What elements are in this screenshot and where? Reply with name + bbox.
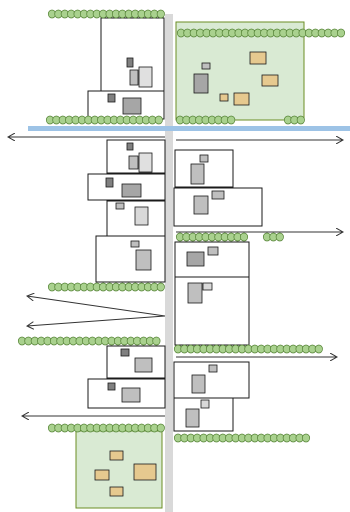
one-way-arrow-icon [27,315,166,326]
facility-icon [233,92,250,106]
facility-icon [121,387,141,403]
facility-icon [120,348,130,357]
facility-icon [199,154,209,163]
facility-icon [107,382,116,391]
tree-row-icon [156,282,165,292]
facility-icon [133,463,157,481]
central-corridor [165,14,173,512]
facilities [94,51,279,497]
facility-icon [193,73,209,94]
facility-icon [94,469,110,481]
facility-icon [261,74,279,87]
tree-row-icon [314,344,323,354]
facility-icon [109,486,124,497]
traffic-arrows [8,137,343,416]
facility-icon [187,282,203,304]
facility-icon [193,195,209,215]
facility-icon [126,142,134,151]
facility-icon [202,282,213,291]
facility-icon [128,155,139,170]
facility-icon [134,206,149,226]
building-block-icon [100,17,165,92]
water-channel [28,126,350,131]
facility-icon [135,249,152,271]
facility-icon [200,399,210,409]
facility-icon [107,93,116,103]
facility-icon [134,357,153,373]
facility-icon [208,364,218,373]
tree-rows [17,9,346,443]
facility-icon [249,51,267,65]
facility-icon [201,62,211,70]
facility-icon [219,93,229,102]
tree-row-icon [336,28,346,38]
left-buildings [87,17,166,409]
tree-row-icon [275,232,284,242]
tree-row-icon [156,423,165,433]
facility-icon [191,374,206,394]
facility-icon [122,97,142,115]
building-block-icon [95,235,166,283]
tree-row-icon [152,336,161,346]
facility-icon [211,190,225,200]
facility-icon [185,408,200,428]
facility-icon [190,163,205,185]
tree-row-icon [156,9,165,19]
facility-icon [121,183,142,198]
facility-icon [138,152,153,173]
facility-icon [109,450,124,461]
facility-icon [138,66,153,88]
facility-icon [126,57,134,68]
tree-row-icon [301,433,311,443]
tree-row-icon [239,232,249,242]
tree-row-icon [227,115,236,125]
facility-icon [207,246,219,256]
tree-row-icon [154,115,163,125]
tree-row-icon [296,115,305,125]
facility-icon [130,240,140,248]
facility-icon [115,202,125,210]
facility-icon [186,251,205,267]
one-way-arrow-icon [27,296,166,317]
facility-icon [105,177,114,188]
facility-icon [129,69,139,86]
